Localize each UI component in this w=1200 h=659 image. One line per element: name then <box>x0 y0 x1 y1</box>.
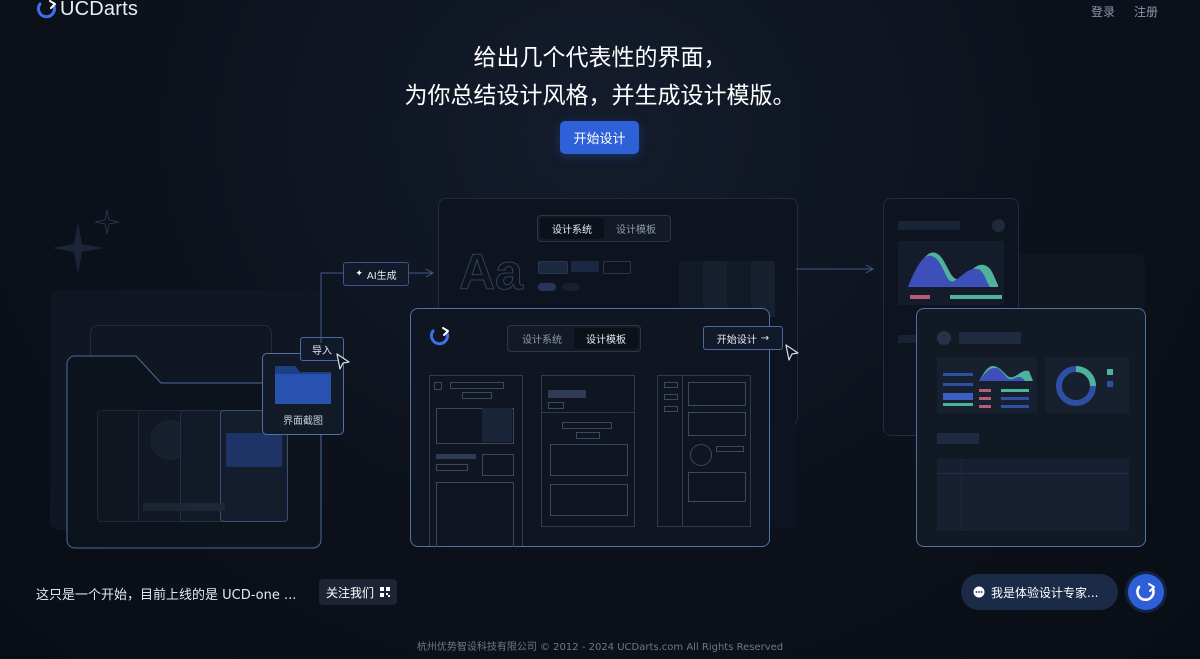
placeholder-bar <box>959 332 1021 344</box>
toggle-sample <box>562 283 580 291</box>
back-tab-design-system: 设计系统 <box>540 218 604 239</box>
color-swatch <box>603 261 631 274</box>
folder-card-label: 界面截图 <box>283 416 323 427</box>
placeholder-bar <box>898 221 960 230</box>
toggle-sample <box>538 283 556 291</box>
wireframe-column <box>657 375 751 527</box>
thumb-line <box>143 503 193 511</box>
upload-chip: 导入 <box>300 337 344 361</box>
hero-title-line-2: 为你总结设计风格，并生成设计模版。 <box>404 83 796 109</box>
placeholder-bar <box>937 433 979 444</box>
login-link[interactable]: 登录 <box>1091 5 1116 19</box>
assistant-button[interactable] <box>1128 574 1164 610</box>
mini-chart-card <box>937 357 1037 413</box>
cursor-icon <box>336 353 350 370</box>
thumb-image-shape <box>226 433 282 467</box>
qr-code-icon <box>380 587 390 597</box>
ai-generate-chip: ✦ AI生成 <box>343 262 409 286</box>
footer-copyright: 杭州优势智设科技有限公司 © 2012 - 2024 UCDarts.com A… <box>416 642 784 653</box>
legend-swatch <box>950 295 1002 299</box>
sparkle-small-icon: ✦ <box>355 269 363 279</box>
mini-area-chart <box>979 365 1033 381</box>
logo-mark-icon <box>429 327 449 346</box>
front-start-label: 开始设计 <box>716 334 757 346</box>
folder-icon <box>275 366 331 404</box>
folder-card: 界面截图 <box>262 353 344 435</box>
launch-note: 这只是一个开始，目前上线的是 UCD-one ... <box>36 588 297 603</box>
area-chart <box>898 241 1004 305</box>
dashboard-front-panel <box>916 308 1146 547</box>
grid-sample <box>679 261 775 317</box>
placeholder-bar <box>898 335 918 343</box>
avatar <box>992 219 1005 232</box>
wireframe-column <box>541 375 635 527</box>
arrow-right-icon: → <box>760 332 770 344</box>
front-tab-design-system: 设计系统 <box>522 335 562 346</box>
sparkle-icon <box>52 209 120 274</box>
wireframe-column <box>429 375 523 547</box>
flow-connector <box>320 268 435 343</box>
expert-chat-pill[interactable]: 我是体验设计专家... <box>961 574 1118 610</box>
front-tab-design-template: 设计模板 <box>574 328 638 349</box>
flow-arrow <box>796 264 875 274</box>
logo-mark-icon <box>1136 583 1155 601</box>
start-design-button[interactable]: 开始设计 <box>560 121 639 154</box>
ai-generate-label: AI生成 <box>366 270 397 282</box>
register-link[interactable]: 注册 <box>1134 5 1159 19</box>
hero-title-line-1: 给出几个代表性的界面， <box>473 45 727 71</box>
logo-text: UCDarts <box>60 0 139 20</box>
front-tab-switch: 设计系统 设计模板 <box>507 325 641 352</box>
front-start-chip: 开始设计 → <box>703 326 783 350</box>
color-swatch <box>538 261 568 274</box>
donut-card <box>1045 357 1129 413</box>
expert-chat-label: 我是体验设计专家... <box>991 585 1099 600</box>
back-tab-switch: 设计系统 设计模板 <box>537 215 671 242</box>
table-placeholder <box>937 459 1129 531</box>
avatar <box>937 331 951 345</box>
color-swatch <box>571 261 599 272</box>
typography-sample: Aa <box>459 244 524 301</box>
logo[interactable]: UCDarts <box>36 0 138 22</box>
legend-swatch <box>910 295 930 299</box>
follow-us-button[interactable]: 关注我们 <box>319 579 397 605</box>
thumb-line <box>185 503 225 511</box>
back-tab-design-template: 设计模板 <box>616 225 656 236</box>
panel-backdrop <box>1012 254 1145 310</box>
area-chart-svg <box>908 252 998 287</box>
design-template-panel: 设计系统 设计模板 开始设计 → <box>410 308 783 547</box>
logo-mark-icon <box>36 0 56 19</box>
panel-shadow <box>765 420 795 527</box>
follow-us-label: 关注我们 <box>325 585 374 600</box>
donut-chart <box>1056 366 1096 406</box>
chat-bubble-icon <box>973 586 985 598</box>
cursor-icon <box>785 344 799 361</box>
